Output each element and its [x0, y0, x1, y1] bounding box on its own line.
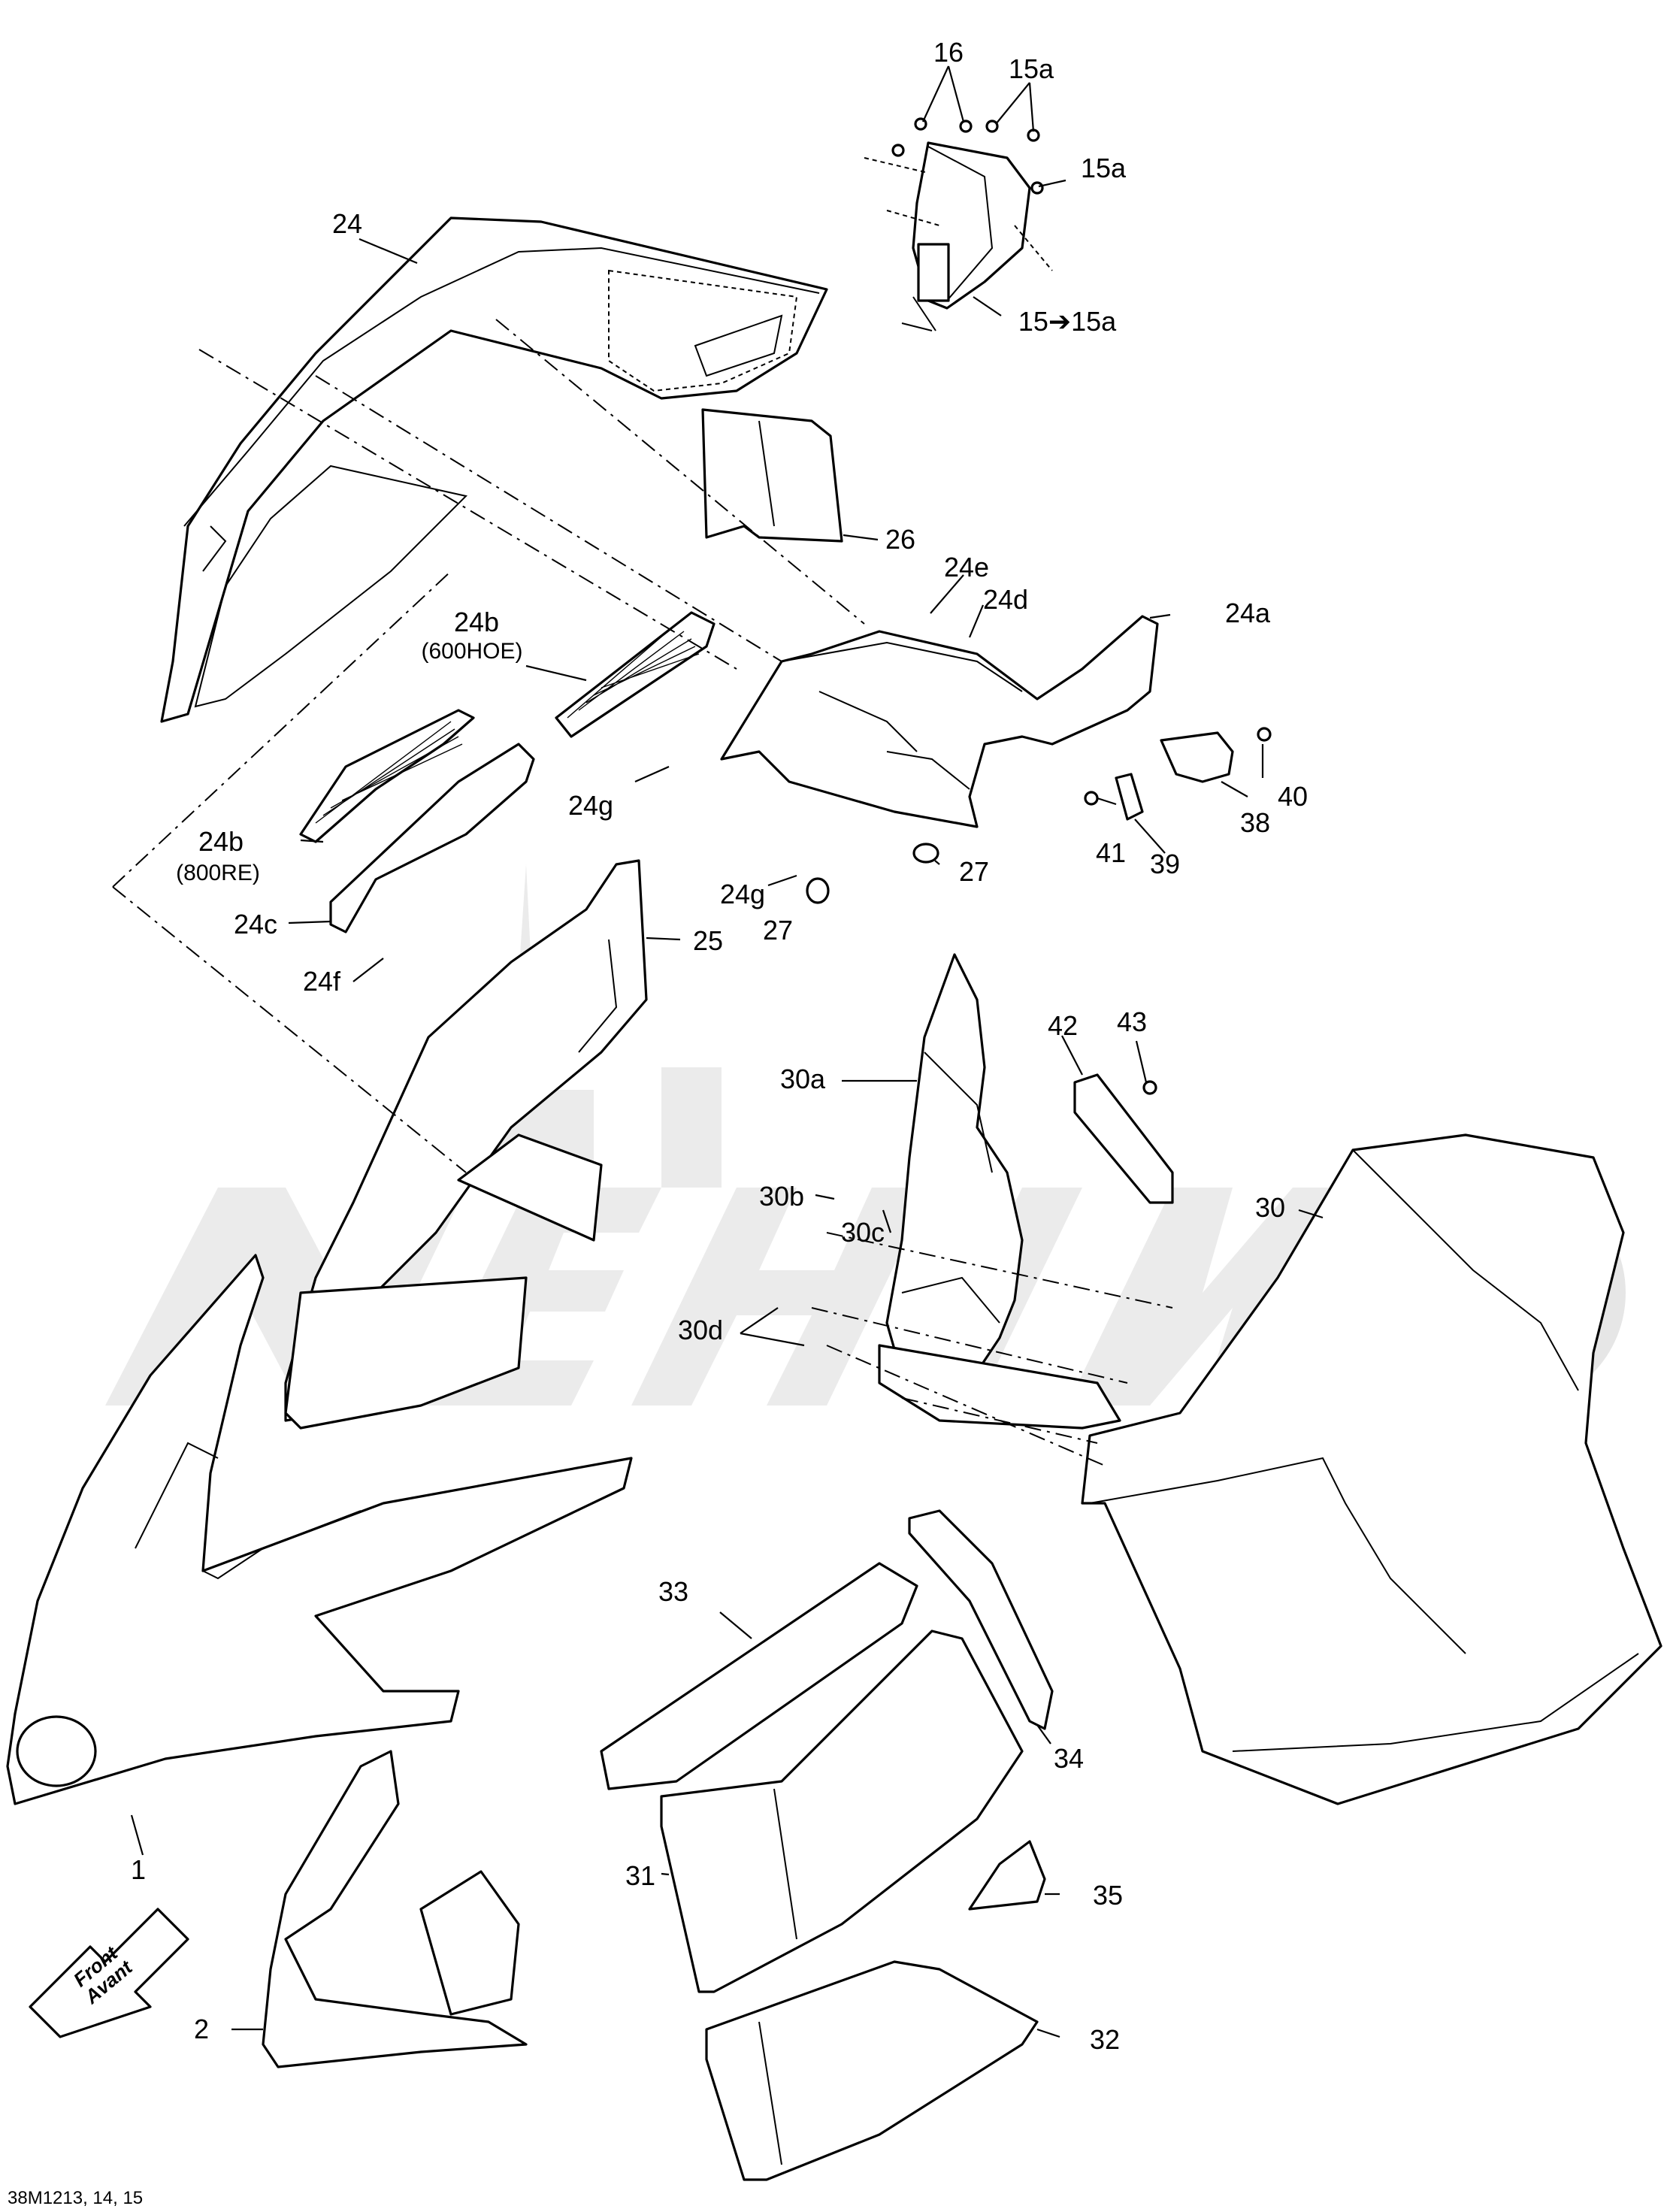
- callout-27-right: 27: [958, 856, 990, 887]
- callout-34: 34: [1053, 1743, 1085, 1774]
- callout-30c: 30c: [840, 1217, 885, 1248]
- part-41-nut: [1084, 791, 1099, 806]
- callout-24a: 24a: [1224, 598, 1271, 628]
- callout-30a: 30a: [779, 1064, 826, 1094]
- part-40-screw: [1257, 727, 1272, 742]
- callout-1: 1: [130, 1854, 147, 1885]
- callout-33: 33: [658, 1576, 689, 1607]
- callout-42: 42: [1047, 1010, 1079, 1041]
- part-30-side-body: [1081, 1133, 1662, 1805]
- callout-40: 40: [1277, 781, 1308, 812]
- part-33-lower-trim: [600, 1562, 918, 1790]
- leader-lines: [130, 65, 1324, 2038]
- callout-24c: 24c: [233, 909, 278, 940]
- callout-39: 39: [1149, 849, 1181, 879]
- callout-24b-600-note: (600HOE): [421, 639, 523, 664]
- assembly-lines: [112, 157, 1173, 1466]
- part-30a-inner-panel: [885, 953, 1024, 1384]
- callout-16: 16: [933, 37, 964, 68]
- callout-24b-600: 24b: [453, 607, 500, 637]
- callout-30b: 30b: [758, 1181, 805, 1212]
- callout-24: 24: [331, 208, 363, 239]
- callout-24b-800: 24b: [198, 826, 244, 857]
- callout-24d: 24d: [982, 584, 1029, 615]
- callout-32: 32: [1089, 2024, 1121, 2055]
- part-38-clamp: [1160, 731, 1234, 783]
- callout-30: 30: [1254, 1192, 1286, 1223]
- callout-2: 2: [193, 2014, 210, 2044]
- part-31-lower-panel: [660, 1629, 1024, 1993]
- callout-30d: 30d: [677, 1315, 724, 1345]
- callout-25: 25: [692, 925, 724, 956]
- part-24b-800re-grille: [299, 709, 535, 934]
- callout-15-to-15a: 15➔15a: [1018, 306, 1117, 337]
- callout-41: 41: [1095, 837, 1127, 868]
- part-24b-600hoe-grille: [555, 611, 716, 738]
- callout-38: 38: [1239, 807, 1271, 838]
- callout-24b-800-note: (800RE): [176, 861, 260, 885]
- part-43-screw: [1142, 1080, 1157, 1095]
- part-24a-bracket: [720, 615, 1159, 828]
- part-26-insert: [701, 408, 843, 543]
- part-35-small-trim: [968, 1840, 1046, 1911]
- callout-24f: 24f: [302, 966, 341, 997]
- callout-15a-right: 15a: [1080, 153, 1127, 183]
- callout-24e: 24e: [943, 552, 990, 583]
- part-34-strip: [908, 1509, 1054, 1730]
- part-24-upper-panel: [160, 216, 828, 723]
- drawing-code: 38M1213, 14, 15: [8, 2188, 144, 2208]
- part-27-ring-bottom: [806, 877, 830, 904]
- part-39-plate: [1115, 773, 1144, 821]
- callout-15a-top: 15a: [1008, 53, 1054, 84]
- callout-35: 35: [1092, 1880, 1124, 1911]
- part-27-ring-right: [912, 843, 939, 864]
- callout-43: 43: [1116, 1006, 1148, 1037]
- front-direction-arrow: [29, 1908, 189, 2038]
- part-25-side-panel: [284, 859, 648, 1430]
- part-32-bottom-panel: [705, 1960, 1039, 2181]
- part-1-front-nose: [6, 1254, 633, 1805]
- part-15-headlight: [891, 117, 1044, 331]
- callout-31: 31: [625, 1860, 656, 1891]
- callout-26: 26: [885, 524, 916, 555]
- part-42-support-rod: [1073, 1073, 1174, 1204]
- callout-27-bottom: 27: [762, 915, 794, 946]
- callout-24g-left: 24g: [567, 790, 614, 821]
- part-2-lower-nose: [262, 1750, 528, 2068]
- callout-24g-bottom: 24g: [719, 879, 766, 909]
